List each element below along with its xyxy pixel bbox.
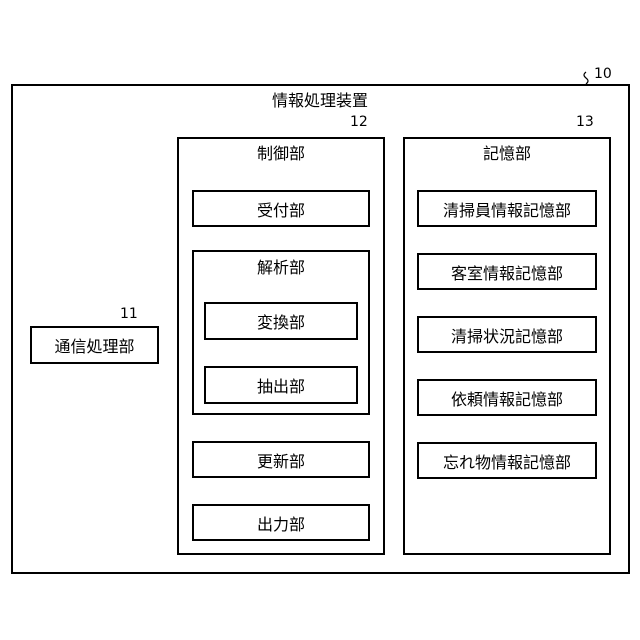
control-title: 制御部 — [257, 145, 305, 163]
convert-label: 変換部 — [257, 309, 305, 333]
analysis-title: 解析部 — [257, 259, 305, 277]
control-ref: 12 — [350, 114, 368, 130]
extract-label: 抽出部 — [257, 373, 305, 397]
storage-item-label: 客室情報記憶部 — [451, 260, 563, 284]
update-label: 更新部 — [257, 448, 305, 472]
comm-label: 通信処理部 — [54, 333, 134, 357]
ref-leader-10 — [584, 72, 588, 84]
storage-item-cleaning-status: 清掃状況記憶部 — [417, 316, 597, 353]
receive-box: 受付部 — [192, 190, 370, 227]
storage-item-label: 清掃員情報記憶部 — [443, 197, 571, 221]
receive-label: 受付部 — [257, 197, 305, 221]
storage-item-room-info: 客室情報記憶部 — [417, 253, 597, 290]
storage-item-label: 依頼情報記憶部 — [451, 386, 563, 410]
extract-box: 抽出部 — [204, 366, 358, 404]
device-title: 情報処理装置 — [272, 92, 368, 110]
device-ref: 10 — [594, 66, 612, 82]
storage-item-request-info: 依頼情報記憶部 — [417, 379, 597, 416]
comm-ref: 11 — [120, 306, 138, 322]
output-box: 出力部 — [192, 504, 370, 541]
storage-item-label: 清掃状況記憶部 — [451, 323, 563, 347]
output-label: 出力部 — [257, 511, 305, 535]
storage-item-cleaner-info: 清掃員情報記憶部 — [417, 190, 597, 227]
storage-item-lost-item-info: 忘れ物情報記憶部 — [417, 442, 597, 479]
storage-title: 記憶部 — [483, 145, 531, 163]
update-box: 更新部 — [192, 441, 370, 478]
storage-item-label: 忘れ物情報記憶部 — [443, 449, 571, 473]
comm-box: 通信処理部 — [30, 326, 159, 364]
convert-box: 変換部 — [204, 302, 358, 340]
storage-ref: 13 — [576, 114, 594, 130]
